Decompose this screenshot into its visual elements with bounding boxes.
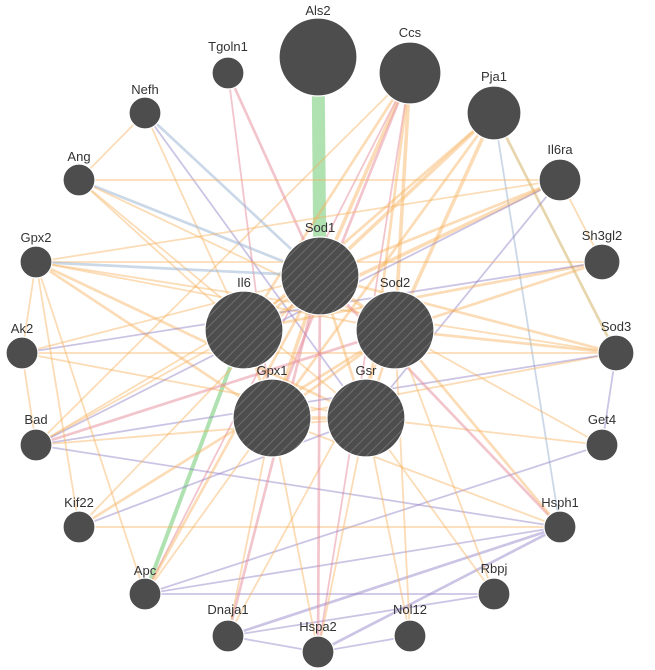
node-label-sod3: Sod3 xyxy=(601,319,631,334)
node-sh3gl2[interactable] xyxy=(583,243,621,281)
edge-nefh-sod1 xyxy=(144,112,321,277)
node-dnaja1[interactable] xyxy=(211,619,245,653)
edge-pja1-sod2 xyxy=(393,112,496,331)
edge-il6-apc xyxy=(143,329,246,595)
edge-ccs-il6 xyxy=(242,72,412,331)
node-apc[interactable] xyxy=(128,577,162,611)
node-hspa2[interactable] xyxy=(301,635,335,669)
node-label-il6: Il6 xyxy=(237,275,251,290)
edge-hsph1-apc xyxy=(144,526,561,595)
node-label-kif22: Kif22 xyxy=(64,495,94,510)
edge-hspa2-sod1 xyxy=(316,275,322,653)
node-als2[interactable] xyxy=(278,17,358,97)
edge-hspa2-gpx1 xyxy=(271,417,319,653)
edge-ak2-sod1 xyxy=(21,275,321,354)
node-gpx1[interactable] xyxy=(232,378,312,458)
edge-hsph1-dnaja1 xyxy=(227,525,561,638)
edge-rbpj-dnaja1 xyxy=(227,593,495,637)
node-label-ccs: Ccs xyxy=(399,25,422,40)
node-il6ra[interactable] xyxy=(538,158,582,202)
node-label-ak2: Ak2 xyxy=(11,321,33,336)
edge-il6ra-gpx2 xyxy=(35,179,561,263)
node-hsph1[interactable] xyxy=(543,510,577,544)
node-nefh[interactable] xyxy=(128,96,162,130)
node-sod3[interactable] xyxy=(597,334,635,372)
node-bad[interactable] xyxy=(19,428,53,462)
edge-bad-il6 xyxy=(35,329,245,446)
node-label-als2: Als2 xyxy=(305,3,330,18)
node-il6[interactable] xyxy=(204,290,284,370)
node-ang[interactable] xyxy=(62,163,96,197)
node-label-rbpj: Rbpj xyxy=(481,561,508,576)
node-pja1[interactable] xyxy=(466,85,522,141)
node-kif22[interactable] xyxy=(62,510,96,544)
edge-kif22-gsr xyxy=(78,417,367,528)
edge-sh3gl2-il6 xyxy=(243,260,603,332)
node-label-sod2: Sod2 xyxy=(380,275,410,290)
edge-sod3-sod1 xyxy=(319,274,617,355)
edge-hspa2-gsr xyxy=(317,417,367,653)
node-gsr[interactable] xyxy=(326,378,406,458)
edge-hsph1-sod2 xyxy=(393,329,562,528)
edge-layer xyxy=(21,56,618,654)
edge-gpx2-sod1 xyxy=(35,260,321,278)
edge-pja1-sod3 xyxy=(492,112,618,354)
node-label-bad: Bad xyxy=(24,412,47,427)
node-label-dnaja1: Dnaja1 xyxy=(207,602,248,617)
edge-sod3-gpx1 xyxy=(271,352,617,419)
edge-apc-gpx2 xyxy=(35,261,146,595)
node-sod1[interactable] xyxy=(280,236,360,316)
edge-gpx2-gpx1 xyxy=(35,260,273,420)
edge-gpx2-gsr xyxy=(35,260,367,420)
node-label-gpx1: Gpx1 xyxy=(256,363,287,378)
edge-sod3-bad xyxy=(35,352,617,446)
edge-ccs-bad xyxy=(35,72,411,446)
node-ak2[interactable] xyxy=(5,336,39,370)
edge-nefh-gsr xyxy=(144,112,367,419)
node-label-hspa2: Hspa2 xyxy=(299,619,337,634)
node-label-il6ra: Il6ra xyxy=(547,142,573,157)
edge-rbpj-sod2 xyxy=(394,329,495,595)
node-nol12[interactable] xyxy=(393,619,427,653)
edge-kif22-gpx2 xyxy=(35,261,80,528)
edge-gpx2-sod2 xyxy=(35,261,396,331)
node-label-apc: Apc xyxy=(134,563,157,578)
edge-il6ra-sod1 xyxy=(319,178,561,278)
node-tgoln1[interactable] xyxy=(211,56,245,90)
edge-hsph1-hspa2 xyxy=(317,525,561,654)
node-label-hsph1: Hsph1 xyxy=(541,495,579,510)
node-label-pja1: Pja1 xyxy=(481,69,507,84)
edge-ang-sod1 xyxy=(78,178,321,278)
node-gpx2[interactable] xyxy=(19,245,53,279)
edge-ccs-sod2 xyxy=(393,72,412,331)
edge-pja1-sod1 xyxy=(318,111,496,278)
edge-il6ra-gsr xyxy=(365,179,561,419)
node-layer xyxy=(5,17,635,669)
edge-pja1-gpx1 xyxy=(270,112,496,419)
edge-nefh-il6 xyxy=(144,112,245,331)
node-sod2[interactable] xyxy=(355,290,435,370)
node-label-sh3gl2: Sh3gl2 xyxy=(582,228,622,243)
edge-get4-apc xyxy=(144,444,603,595)
node-get4[interactable] xyxy=(585,428,619,462)
node-label-gsr: Gsr xyxy=(356,363,378,378)
node-label-nefh: Nefh xyxy=(131,82,158,97)
node-label-ang: Ang xyxy=(67,149,90,164)
edge-apc-sod1 xyxy=(143,275,322,595)
edge-ccs-hspa2 xyxy=(317,72,411,653)
node-label-get4: Get4 xyxy=(588,412,616,427)
edge-pja1-hsph1 xyxy=(493,112,561,528)
node-label-sod1: Sod1 xyxy=(305,220,335,235)
node-rbpj[interactable] xyxy=(477,577,511,611)
edge-bad-sod2 xyxy=(35,328,396,447)
node-ccs[interactable] xyxy=(378,41,442,105)
edge-nol12-sod2 xyxy=(394,329,411,637)
node-label-tgoln1: Tgoln1 xyxy=(208,39,248,54)
node-label-nol12: Nol12 xyxy=(393,602,427,617)
edge-bad-hsph1 xyxy=(35,444,561,528)
edge-bad-il6ra xyxy=(35,179,561,446)
node-label-gpx2: Gpx2 xyxy=(20,230,51,245)
